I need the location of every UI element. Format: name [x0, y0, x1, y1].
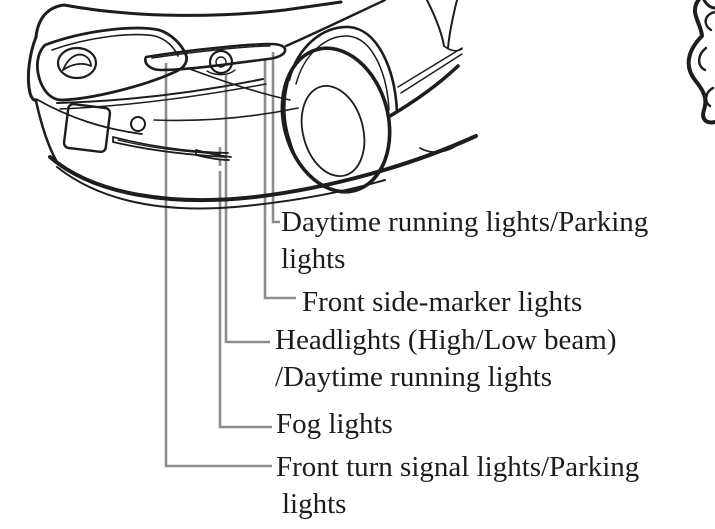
callout-line-fog-lights: [218, 177, 272, 429]
label-daytime-running-parking-lights-line1: Daytime running lights/Parking: [281, 206, 649, 238]
label-headlights-line1: Headlights (High/Low beam): [275, 324, 617, 356]
fog-light-shape: [195, 149, 232, 161]
brand-emblem-icon: [56, 46, 98, 80]
label-daytime-running-parking-lights-line2: lights: [281, 243, 346, 275]
callout-line-daytime-running-lights: [271, 52, 280, 224]
adjacent-illustration-fragment: [686, 0, 715, 125]
front-wheel-shape: [280, 46, 392, 194]
label-fog-lights: Fog lights: [276, 408, 393, 440]
license-plate-shape: [62, 102, 112, 154]
label-front-turn-signal-parking-lights-line1: Front turn signal lights/Parking: [276, 451, 640, 483]
label-front-side-marker-lights: Front side-marker lights: [302, 286, 583, 318]
callout-line-headlights: [224, 74, 270, 344]
tow-hook-cap-shape: [130, 116, 146, 132]
headlight-shape: [144, 42, 287, 76]
car-front-illustration: [26, 0, 478, 210]
label-headlights-line2: /Daytime running lights: [275, 361, 553, 393]
callout-line-front-side-marker-lights: [263, 58, 296, 300]
callout-lines: [164, 52, 296, 468]
label-front-turn-signal-parking-lights-line2: lights: [282, 488, 347, 520]
